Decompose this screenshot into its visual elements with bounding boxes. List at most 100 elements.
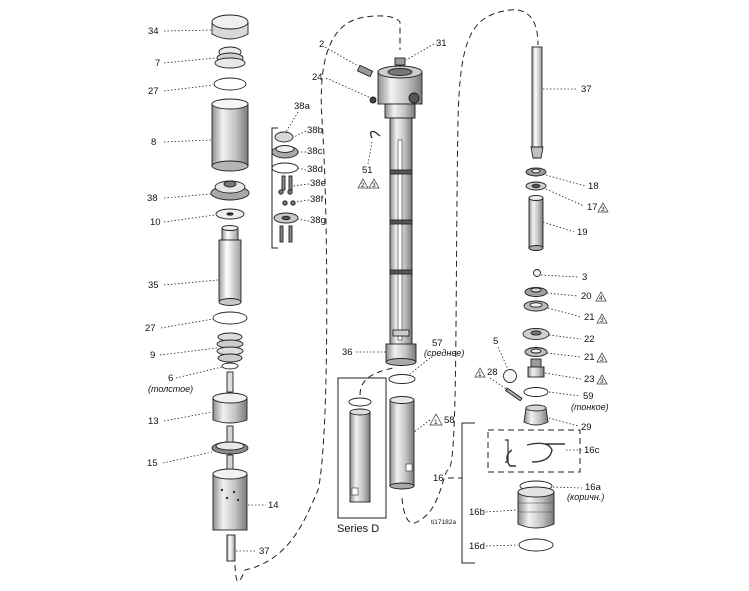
part-18-nut (525, 167, 547, 177)
part-6-ring (221, 362, 239, 370)
warning-21b-number: 3 (600, 356, 604, 363)
part-3-ball (533, 269, 541, 277)
warning-17-number: 3 (601, 206, 605, 213)
label-38e: 38e (310, 178, 326, 189)
warning-51a-number: 2 (361, 182, 365, 189)
label-58: 58 (444, 415, 455, 426)
label-16a: 16a (585, 482, 602, 493)
label-16a-note: (коричн.) (567, 492, 604, 502)
label-3: 3 (582, 272, 587, 283)
subassembly-callouts: 38a 38b 38c 38d 38e 38f 38g (285, 101, 326, 226)
warning-icon (596, 352, 608, 363)
label-16d: 16d (469, 541, 485, 552)
part-37-tube-upper (531, 46, 543, 148)
label-27-lower: 27 (145, 323, 156, 334)
connector-center-to-right (401, 9, 539, 524)
label-22: 22 (584, 334, 595, 345)
part-8-cylinder (211, 98, 249, 172)
label-57: 57 (432, 338, 443, 349)
warning-icon (596, 374, 608, 385)
label-38: 38 (147, 193, 158, 204)
valve-subassembly-38 (271, 127, 299, 249)
part-14-sleeve (212, 454, 248, 531)
label-59-note: (тонкое) (571, 402, 609, 412)
label-38g: 38g (310, 215, 326, 226)
label-15: 15 (147, 458, 158, 469)
center-callouts: 2 31 24 51 2 3 36 (312, 38, 447, 358)
warning-58-number: 1 (434, 419, 438, 426)
label-38a: 38a (294, 101, 311, 112)
part-34-cap (211, 14, 249, 40)
part-10-washer (215, 208, 245, 220)
warning-23-number: 3 (600, 378, 604, 385)
part-17-washer (525, 181, 547, 191)
warning-28-number: 1 (478, 371, 482, 378)
series-d-caption: Series D (337, 523, 379, 535)
label-7: 7 (155, 58, 160, 69)
label-38f: 38f (310, 194, 324, 205)
group-16c-box (487, 429, 581, 473)
label-35: 35 (148, 280, 159, 291)
part-38-valve (210, 180, 250, 201)
part-28-pin (504, 387, 523, 402)
part-19-rod (528, 195, 544, 251)
part-57-oring (388, 374, 416, 384)
part-22-packing (522, 328, 550, 340)
label-13: 13 (148, 416, 159, 427)
warning-icon (368, 178, 380, 189)
right-callouts: 37 18 17 3 19 3 20 4 21 3 22 21 3 23 3 5… (433, 84, 609, 552)
part-15-ring (211, 425, 249, 455)
label-20: 20 (581, 291, 592, 302)
label-37-upper: 37 (581, 84, 592, 95)
part-13-housing (212, 371, 248, 424)
figure-id: ti17182a (431, 519, 456, 526)
part-58-tube (389, 396, 415, 490)
group-16-bracket (461, 422, 475, 564)
part-27-oring-top (213, 77, 247, 91)
warning-21a-number: 3 (600, 317, 604, 324)
part-59-oring (523, 387, 549, 397)
label-38b: 38b (307, 125, 323, 136)
part-16d-oring (518, 538, 554, 552)
warning-20-number: 4 (599, 295, 603, 302)
label-37-lower: 37 (259, 546, 270, 557)
label-23: 23 (584, 374, 595, 385)
label-17: 17 (587, 202, 598, 213)
warning-icon (597, 202, 609, 213)
part-20-seat (524, 287, 548, 297)
part-27-oring-lower (212, 311, 248, 325)
label-8: 8 (151, 137, 156, 148)
label-16: 16 (433, 473, 444, 484)
label-6: 6 (168, 373, 173, 384)
part-21-packing-upper (523, 300, 549, 312)
label-5: 5 (493, 336, 498, 347)
label-57-note: (среднее) (424, 348, 464, 358)
label-10: 10 (150, 217, 161, 228)
label-18: 18 (588, 181, 599, 192)
label-24: 24 (312, 72, 323, 83)
connector-left-to-center (234, 15, 401, 582)
label-21-upper: 21 (584, 312, 595, 323)
label-38c: 38c (307, 146, 323, 157)
warning-icon (429, 413, 443, 426)
label-9: 9 (150, 350, 155, 361)
warning-icon (596, 313, 608, 324)
part-23-fitting (527, 358, 545, 378)
left-callouts: 34 7 27 8 38 10 35 27 9 6 (толстое) 13 1… (145, 26, 279, 557)
label-16b: 16b (469, 507, 485, 518)
label-16c: 16c (584, 445, 600, 456)
part-37-tube-tip (530, 146, 544, 159)
warning-51b-number: 3 (372, 182, 376, 189)
part-pump-body (356, 57, 423, 366)
label-36: 36 (342, 347, 353, 358)
warning-icon (474, 367, 486, 378)
label-2: 2 (319, 39, 324, 50)
label-38d: 38d (307, 164, 323, 175)
label-28: 28 (487, 367, 498, 378)
label-27-top: 27 (148, 86, 159, 97)
part-16b-body (517, 480, 555, 529)
part-16c-clip (505, 439, 565, 467)
part-9-spring (216, 332, 244, 363)
label-14: 14 (268, 500, 279, 511)
